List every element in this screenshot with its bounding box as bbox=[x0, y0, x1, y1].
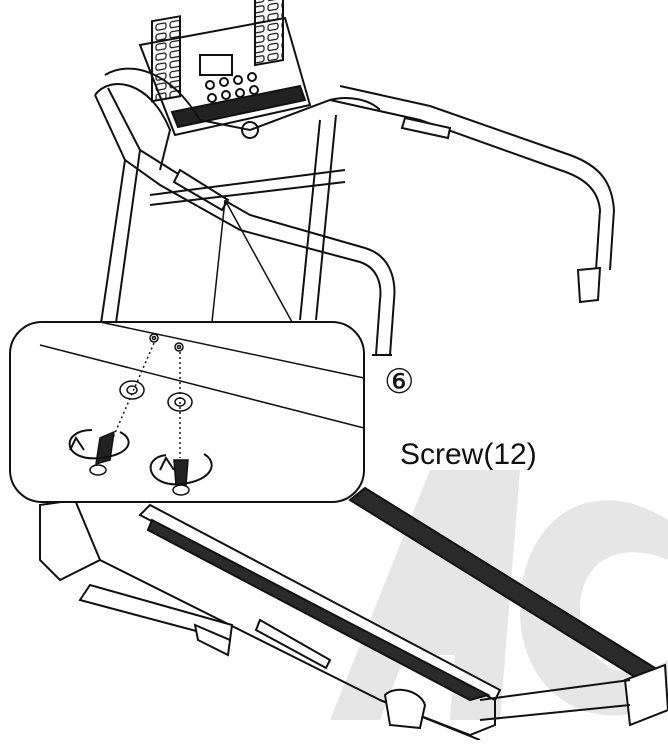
watermark-logo bbox=[330, 470, 668, 720]
detail-callout bbox=[9, 321, 365, 503]
screw-label: Screw(12) bbox=[400, 438, 537, 471]
step-number-label: ⑥ bbox=[384, 362, 415, 402]
uprights bbox=[99, 114, 346, 331]
callout-leaders bbox=[211, 199, 293, 323]
right-handrail bbox=[329, 85, 616, 304]
screw-holes bbox=[149, 333, 184, 352]
washers bbox=[119, 380, 193, 412]
treadmill-deck bbox=[39, 486, 668, 741]
console bbox=[94, 0, 381, 171]
rotation-arrows bbox=[68, 429, 213, 486]
